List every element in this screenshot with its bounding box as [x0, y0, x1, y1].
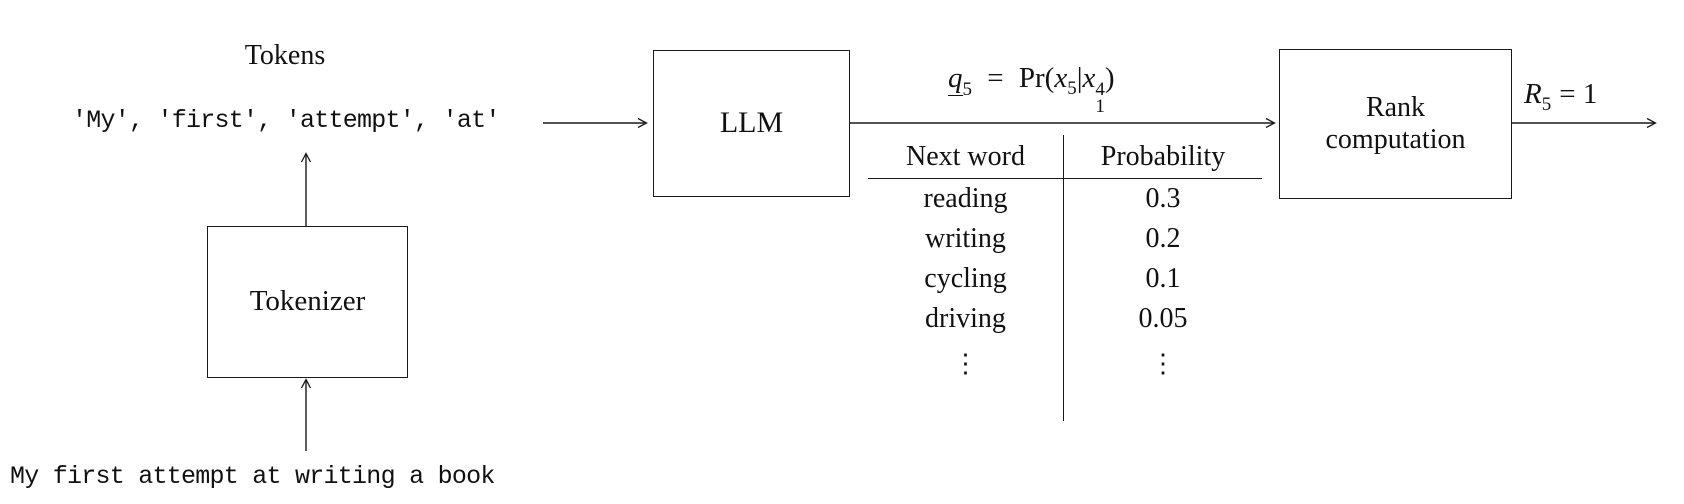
tokens-caption: Tokens — [244, 40, 326, 71]
conditional-bar: | — [1076, 62, 1083, 94]
r-symbol: R — [1524, 78, 1542, 110]
tokenizer-box-label: Tokenizer — [249, 285, 366, 318]
table-row-prob: 0.05 — [1063, 299, 1262, 339]
pr-open: Pr( — [1018, 62, 1055, 94]
equals-sign: = — [987, 62, 1004, 94]
close-paren: ) — [1104, 62, 1115, 94]
table-row-prob: 0.3 — [1063, 179, 1262, 219]
token-list-text: 'My', 'first', 'attempt', 'at' — [72, 106, 500, 135]
rank-box-label-line1: Rank — [1365, 91, 1426, 123]
table-row-word: writing — [925, 223, 1006, 254]
table-row-prob: 0.2 — [1063, 219, 1262, 259]
rank-output-label: R5= 1 — [1524, 78, 1598, 115]
table-header-probability: Probability — [1063, 135, 1262, 179]
x1-superscript: 4 — [1095, 78, 1105, 100]
table-ellipsis-words: ⋮ — [952, 349, 979, 378]
input-sentence-text: My first attempt at writing a book — [10, 462, 495, 491]
llm-box: LLM — [653, 50, 850, 197]
table-row-prob: 0.1 — [1063, 259, 1262, 299]
table-header-next-word: Next word — [868, 135, 1063, 179]
x1-subscript: 1 — [1095, 96, 1105, 118]
tokenizer-box: Tokenizer — [207, 226, 408, 378]
table-row-word: reading — [923, 183, 1008, 214]
x5-symbol: x — [1054, 62, 1068, 94]
rank-computation-box: Rank computation — [1279, 49, 1512, 199]
q-symbol: q — [948, 62, 963, 96]
x1-symbol: x — [1082, 62, 1096, 94]
rank-value: = 1 — [1559, 78, 1598, 110]
table-row-word: cycling — [924, 263, 1007, 294]
table-ellipsis-probs: ⋮ — [1063, 339, 1262, 421]
next-word-probability-table: Next word Probability reading 0.3 writin… — [868, 135, 1262, 421]
llm-box-label: LLM — [719, 106, 784, 140]
rank-box-label-line2: computation — [1325, 124, 1466, 155]
table-row-word: driving — [925, 303, 1006, 334]
